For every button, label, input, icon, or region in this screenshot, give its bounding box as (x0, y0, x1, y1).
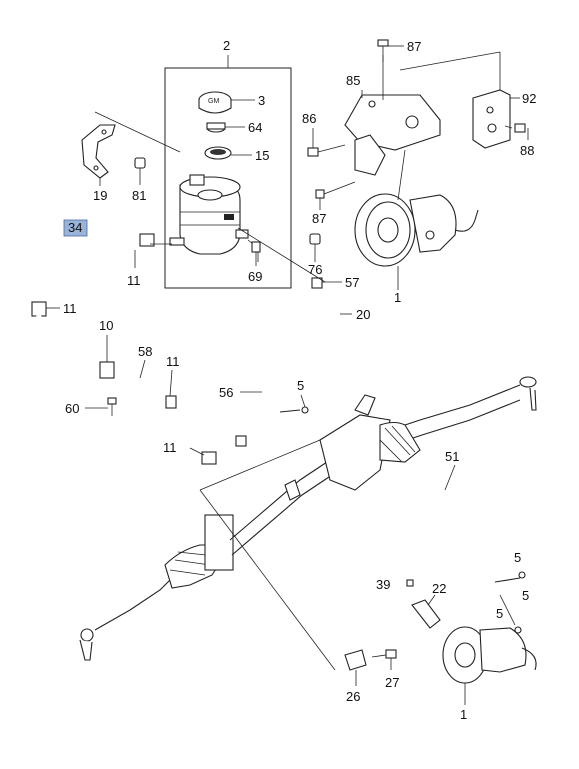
fitting-5-a[interactable] (301, 406, 309, 414)
label-1-lower: 1 (460, 707, 467, 722)
pump-bracket-85[interactable] (344, 94, 441, 176)
reservoir-bracket[interactable] (81, 124, 116, 179)
label-87-top: 87 (407, 39, 421, 54)
steering-gear-assembly[interactable] (79, 376, 537, 661)
svg-text:GM: GM (208, 98, 219, 105)
return-hose-20[interactable] (235, 277, 336, 447)
label-60: 60 (65, 401, 79, 416)
label-5-d: 5 (496, 606, 503, 621)
fitting-5-b[interactable] (518, 571, 526, 579)
label-5-c: 5 (522, 588, 529, 603)
label-34: 34 (68, 220, 82, 235)
bolt-27[interactable] (385, 649, 397, 670)
bolt-87-side[interactable] (315, 181, 356, 199)
label-10: 10 (99, 318, 113, 333)
bolt-86[interactable] (307, 144, 346, 157)
label-15: 15 (255, 148, 269, 163)
label-11-a: 11 (127, 273, 141, 288)
label-87-side: 87 (312, 211, 326, 226)
pressure-hose-51[interactable] (354, 478, 522, 652)
label-39: 39 (376, 577, 390, 592)
label-88: 88 (520, 143, 534, 158)
label-1-upper: 1 (394, 290, 401, 305)
clip-39[interactable] (406, 579, 414, 587)
label-2: 2 (223, 38, 230, 53)
hose-bracket-22[interactable] (411, 599, 441, 629)
label-20: 20 (356, 307, 370, 322)
label-3: 3 (258, 93, 265, 108)
label-56: 56 (219, 385, 233, 400)
pump-bracket-92[interactable] (472, 89, 511, 149)
label-11-d: 11 (163, 440, 177, 455)
label-57: 57 (345, 275, 359, 290)
fitting-5-c[interactable] (514, 626, 522, 634)
label-81: 81 (132, 188, 146, 203)
label-5-b: 5 (514, 550, 521, 565)
nut-76[interactable] (309, 233, 321, 245)
label-22: 22 (432, 581, 446, 596)
label-85: 85 (346, 73, 360, 88)
label-5-a: 5 (297, 378, 304, 393)
label-51: 51 (445, 449, 459, 464)
hose-34[interactable] (31, 232, 155, 317)
nut-81[interactable] (134, 157, 146, 169)
bolt-88[interactable] (504, 123, 526, 133)
label-76: 76 (308, 262, 322, 277)
label-92: 92 (522, 91, 536, 106)
reservoir-filter[interactable] (204, 146, 232, 160)
highlight-box-34 (63, 219, 88, 237)
label-11-c: 11 (166, 354, 180, 369)
label-86: 86 (302, 111, 316, 126)
label-11-b: 11 (63, 301, 77, 316)
pipe-assembly-58[interactable] (35, 313, 217, 465)
bolt-87-top[interactable] (377, 39, 389, 62)
fitting-69[interactable] (251, 241, 261, 253)
label-69: 69 (248, 269, 262, 284)
label-58: 58 (138, 344, 152, 359)
reservoir-cap[interactable]: GM (198, 91, 232, 114)
reservoir-seal[interactable] (206, 122, 226, 133)
label-19: 19 (93, 188, 107, 203)
power-steering-pump-upper[interactable] (354, 193, 479, 267)
bolt-60[interactable] (107, 397, 117, 416)
label-27: 27 (385, 675, 399, 690)
hose-bracket-26[interactable] (344, 649, 367, 671)
label-64: 64 (248, 120, 262, 135)
power-steering-pump-lower[interactable] (442, 626, 537, 684)
reservoir-body[interactable] (169, 174, 249, 255)
label-26: 26 (346, 689, 360, 704)
